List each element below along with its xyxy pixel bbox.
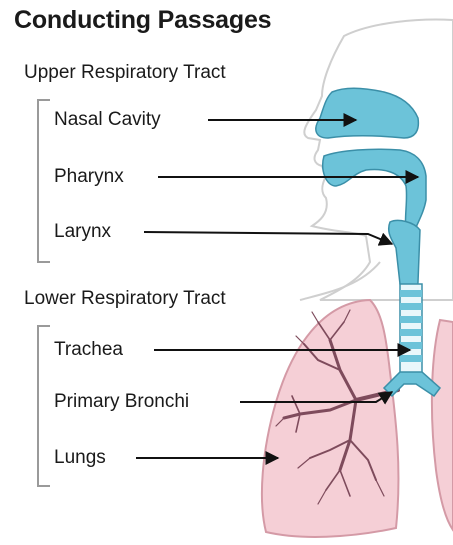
label-primary-bronchi: Primary Bronchi xyxy=(54,391,189,413)
right-lung xyxy=(432,320,453,530)
lower-tract-bracket xyxy=(38,326,50,486)
label-larynx: Larynx xyxy=(54,221,111,243)
trachea-shape xyxy=(400,284,422,374)
label-nasal-cavity: Nasal Cavity xyxy=(54,109,161,131)
larynx-arrow xyxy=(144,232,392,244)
label-trachea: Trachea xyxy=(54,339,123,361)
label-pharynx: Pharynx xyxy=(54,166,124,188)
left-lung xyxy=(262,300,399,537)
upper-tract-bracket xyxy=(38,100,50,262)
diagram-title: Conducting Passages xyxy=(14,6,271,35)
label-lungs: Lungs xyxy=(54,447,106,469)
lower-tract-heading: Lower Respiratory Tract xyxy=(24,288,226,310)
upper-tract-heading: Upper Respiratory Tract xyxy=(24,62,226,84)
